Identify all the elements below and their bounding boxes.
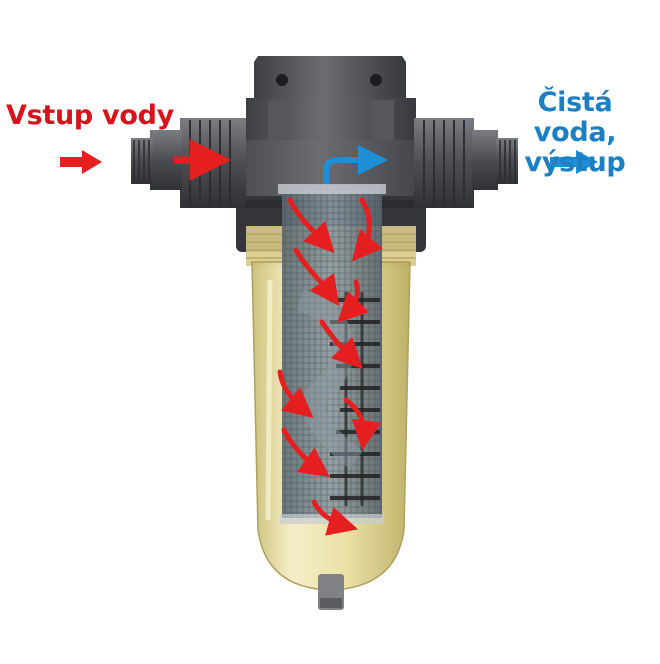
curved-arrow-icon bbox=[293, 247, 340, 307]
outlet-label-line1: Čistá voda, bbox=[533, 87, 617, 148]
clean-water-flow bbox=[323, 145, 388, 184]
dirty-water-flow bbox=[277, 197, 383, 536]
arrow-right-blue-icon bbox=[550, 150, 598, 174]
curved-arrow-icon bbox=[287, 197, 335, 254]
outlet-connector bbox=[414, 118, 518, 208]
curved-arrow-icon bbox=[337, 279, 369, 323]
curved-arrow-icon bbox=[311, 499, 359, 536]
inlet-label: Vstup vody bbox=[6, 100, 174, 131]
outlet-label: Čistá voda, výstup bbox=[504, 88, 646, 178]
outlet-label-line2: výstup bbox=[524, 147, 626, 178]
curved-arrow-icon bbox=[281, 427, 331, 478]
curved-arrow-icon bbox=[343, 397, 382, 451]
curved-arrow-icon bbox=[277, 369, 314, 419]
curved-arrow-icon bbox=[319, 319, 363, 369]
arrow-right-red-icon bbox=[60, 150, 102, 174]
curved-arrow-icon bbox=[351, 197, 383, 262]
